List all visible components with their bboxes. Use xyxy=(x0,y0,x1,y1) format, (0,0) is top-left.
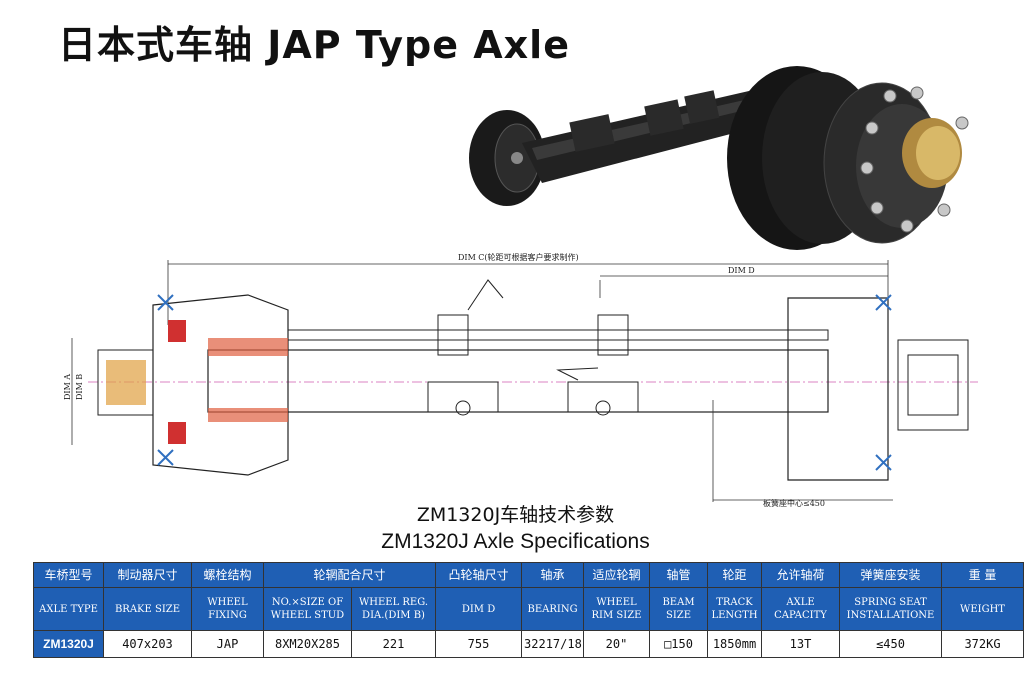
en-header: BEARING xyxy=(521,587,585,631)
en-header: WEIGHT xyxy=(941,587,1025,631)
dim-d-label: DIM D xyxy=(728,266,755,275)
en-header: TRACK LENGTH xyxy=(707,587,763,631)
cn-header: 凸轮轴尺寸 xyxy=(435,562,523,588)
page-title: 日本式车轴 JAP Type Axle xyxy=(58,23,570,67)
table-cell: 13T xyxy=(761,630,841,658)
en-header: AXLE TYPE xyxy=(33,587,104,631)
cn-header-row: 车桥型号 制动器尺寸 螺栓结构 轮辋配合尺寸 凸轮轴尺寸 轴承 适应轮辋 轴管 … xyxy=(33,562,1025,588)
dim-c-label: DIM C(轮距可根据客户要求制作) xyxy=(458,252,579,262)
cn-header: 车桥型号 xyxy=(33,562,104,588)
table-cell: 8XM20X285 xyxy=(263,630,352,658)
table-row: ZM1320J 407x203 JAP 8XM20X285 221 755 32… xyxy=(33,630,1025,658)
table-cell: ≤450 xyxy=(839,630,943,658)
table-cell: 221 xyxy=(350,630,437,658)
table-cell: 32217/18 xyxy=(521,630,585,658)
spec-table: 车桥型号 制动器尺寸 螺栓结构 轮辋配合尺寸 凸轮轴尺寸 轴承 适应轮辋 轴管 … xyxy=(33,562,1025,658)
cn-header: 轮辋配合尺寸 xyxy=(262,562,437,588)
en-header: BRAKE SIZE xyxy=(103,587,192,631)
axle-photo xyxy=(469,66,969,250)
en-header: NO.×SIZE OF WHEEL STUD xyxy=(263,587,352,631)
table-cell: 407x203 xyxy=(103,630,192,658)
axle-drawing: DIM C(轮距可根据客户要求制作) DIM D DIM A DIM B 板簧座… xyxy=(63,252,978,508)
cn-header: 轴管 xyxy=(649,562,709,588)
spec-title-cn: ZM1320J车轴技术参数 xyxy=(416,504,615,526)
spec-title-en: ZM1320J Axle Specifications xyxy=(381,530,650,553)
dim-a-label: DIM A xyxy=(63,374,72,400)
en-header: WHEEL REG. DIA.(DIM B) xyxy=(350,587,437,631)
cn-header: 制动器尺寸 xyxy=(103,562,192,588)
cn-header: 螺栓结构 xyxy=(191,562,264,588)
en-header: WHEEL RIM SIZE xyxy=(583,587,651,631)
table-cell: 1850mm xyxy=(707,630,763,658)
cn-header: 重 量 xyxy=(941,562,1025,588)
table-cell: 372KG xyxy=(941,630,1025,658)
table-cell: 20" xyxy=(583,630,651,658)
en-header: SPRING SEAT INSTALLATIONE xyxy=(839,587,943,631)
table-cell: □150 xyxy=(649,630,709,658)
cn-header: 轴承 xyxy=(521,562,585,588)
en-header-row: AXLE TYPE BRAKE SIZE WHEEL FIXING NO.×SI… xyxy=(33,587,1025,631)
table-cell: 755 xyxy=(435,630,523,658)
table-cell: JAP xyxy=(191,630,264,658)
cn-header: 轮距 xyxy=(707,562,763,588)
en-header: DIM D xyxy=(435,587,523,631)
cn-header: 适应轮辋 xyxy=(583,562,651,588)
dim-b-label: DIM B xyxy=(75,374,84,400)
cn-header: 弹簧座安装 xyxy=(839,562,943,588)
spring-seat-note: 板簧座中心≤450 xyxy=(763,498,825,508)
en-header: BEAM SIZE xyxy=(649,587,709,631)
axle-model-cell: ZM1320J xyxy=(33,630,104,658)
en-header: WHEEL FIXING xyxy=(191,587,264,631)
cn-header: 允许轴荷 xyxy=(761,562,841,588)
en-header: AXLE CAPACITY xyxy=(761,587,841,631)
